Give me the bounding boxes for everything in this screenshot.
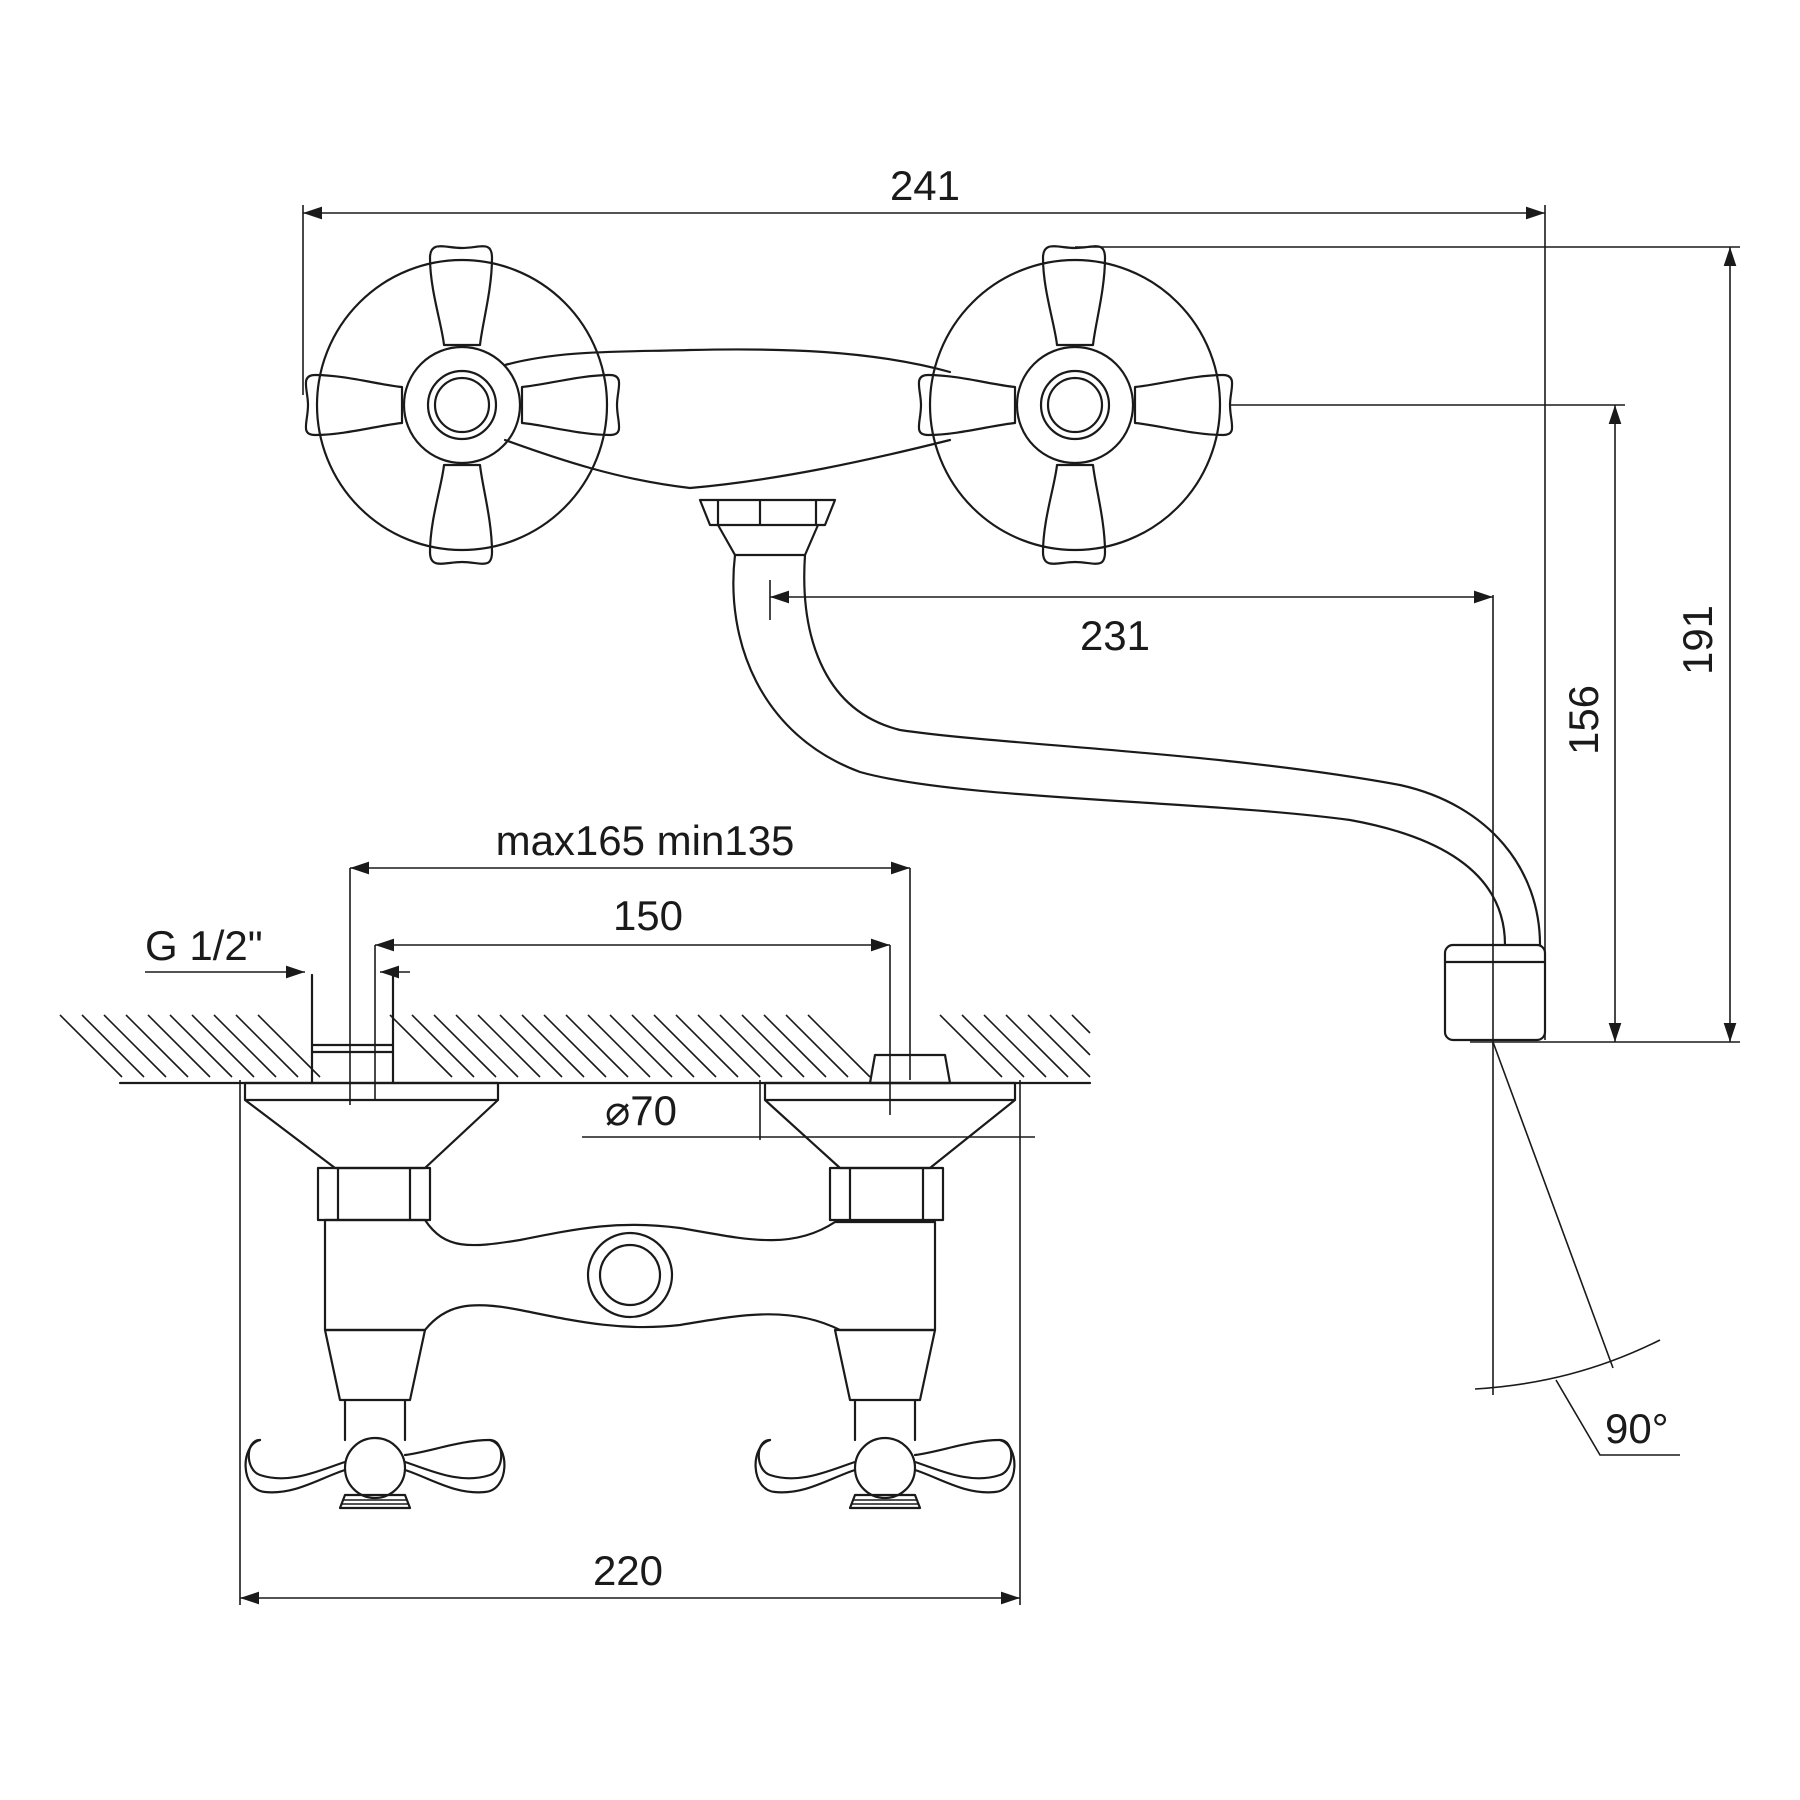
wall-hatch-line	[807, 1014, 871, 1078]
top-view	[304, 245, 1547, 1042]
label-flange-diameter: ⌀70	[605, 1087, 677, 1134]
label-150: 150	[613, 892, 683, 939]
label-156: 156	[1560, 685, 1607, 755]
wall-hatch-line	[1049, 1014, 1091, 1056]
wall-hatch-line	[257, 1014, 321, 1078]
wall-hatch-line	[675, 1014, 739, 1078]
wall-hatch-line	[389, 1014, 453, 1078]
left-handle-top	[304, 245, 621, 565]
label-90-degrees: 90°	[1605, 1405, 1669, 1452]
wall-hatch-line	[653, 1014, 717, 1078]
label-191: 191	[1674, 605, 1721, 675]
extension-lines	[302, 205, 1740, 1456]
wall-hatch-line	[499, 1014, 563, 1078]
aerator	[1443, 943, 1547, 1042]
right-nut	[828, 1166, 945, 1222]
front-view	[243, 1081, 1017, 1510]
wall-hatch-line	[1027, 1014, 1091, 1078]
wall-hatch-line	[939, 1014, 1003, 1078]
wall-hatch-line	[983, 1014, 1047, 1078]
top-body	[503, 348, 952, 490]
wall-hatch-line	[1005, 1014, 1069, 1078]
wall-hatch-line	[697, 1014, 761, 1078]
wall-section	[59, 973, 1092, 1085]
left-nut	[316, 1166, 432, 1222]
label-thread: G 1/2"	[145, 922, 263, 969]
wall-hatch-line	[719, 1014, 783, 1078]
label-centers-range: max165 min135	[496, 817, 795, 864]
wall-hatch-line	[763, 1014, 827, 1078]
wall-hatch-line	[587, 1014, 651, 1078]
wall-hatch-line	[411, 1014, 475, 1078]
wall-hatch-line	[147, 1014, 211, 1078]
left-flange	[243, 1081, 500, 1170]
dimension-lines	[145, 206, 1737, 1605]
label-220: 220	[593, 1547, 663, 1594]
wall-hatch-line	[477, 1014, 541, 1078]
wall-hatch-line	[455, 1014, 519, 1078]
outlet-ring	[586, 1231, 674, 1319]
wall-hatch-line	[235, 1014, 299, 1078]
right-handle-top	[917, 245, 1234, 565]
wall-hatch-line	[631, 1014, 695, 1078]
top-nut-neck	[716, 523, 820, 557]
wall-hatch-line	[433, 1014, 497, 1078]
wall-hatch-line	[741, 1014, 805, 1078]
wall-hatch-line	[125, 1014, 189, 1078]
wall-hatch-line	[169, 1014, 233, 1078]
wall-hatch-line	[543, 1014, 607, 1078]
wall-hatch-line	[81, 1014, 145, 1078]
wall-hatch-line	[103, 1014, 167, 1078]
wall-hatch-line	[961, 1014, 1025, 1078]
label-241: 241	[890, 162, 960, 209]
right-handle-front	[754, 1436, 1016, 1510]
wall-hatch-line	[59, 1014, 123, 1078]
label-231: 231	[1080, 612, 1150, 659]
top-hex-nut	[698, 498, 837, 527]
dimension-labels: 241 231 191 156 max165 min135 150 G 1/2"…	[145, 162, 1721, 1594]
front-body	[323, 1218, 937, 1332]
wall-hatch-line	[521, 1014, 585, 1078]
wall-hatch-line	[213, 1014, 277, 1078]
left-handle-front	[244, 1436, 506, 1510]
wall-hatch-line	[1071, 1014, 1091, 1034]
wall-hatch-line	[785, 1014, 849, 1078]
wall-hatch-line	[609, 1014, 673, 1078]
wall-hatch-line	[565, 1014, 629, 1078]
wall-hatch-line	[191, 1014, 255, 1078]
